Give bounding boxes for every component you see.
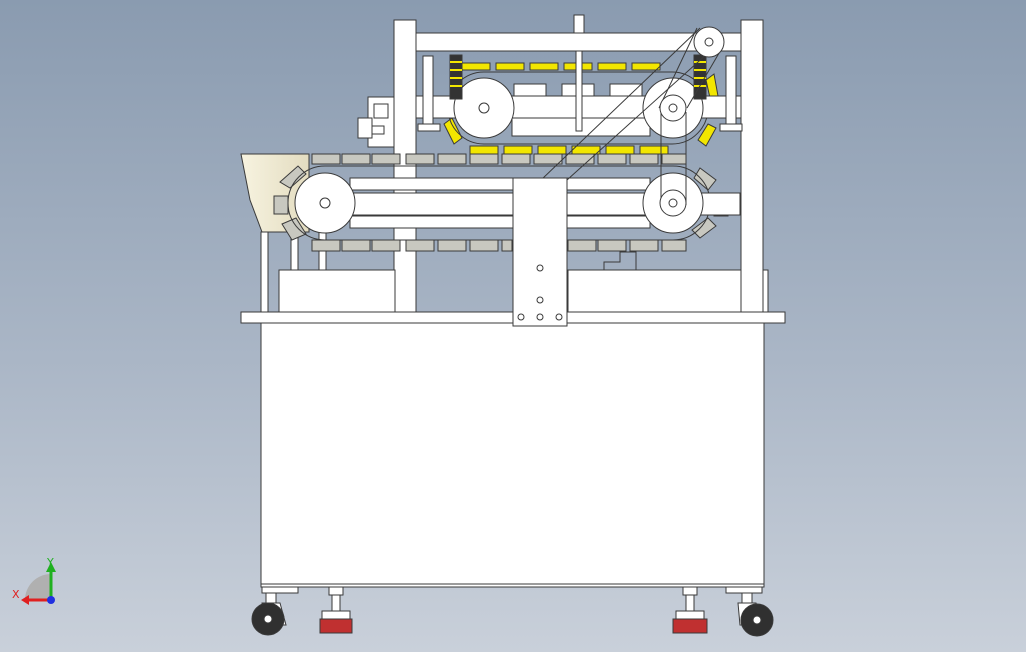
drive-belt-side-2 [686,47,723,109]
caster-right [725,586,774,637]
adjustable-foot-right [672,586,708,634]
lower-conveyor-rail-2 [349,215,651,229]
adjustable-foot-left [319,586,353,634]
right-tray [567,269,742,313]
drive-belt-outer [540,27,701,181]
low-pulley-hub [668,198,678,208]
sensor-head [373,103,389,119]
cabinet-body [260,321,765,585]
triad-y-label: Y [46,556,54,569]
guide-nut-right [719,123,743,132]
mount-holes [517,264,563,321]
lower-conveyor-top-blocks [311,153,687,165]
triad-x-label: X [12,588,20,601]
upper-left-roller-hub [478,102,490,114]
upper-conveyor-yellow-blocks [443,62,719,155]
drive-belt-inner [566,43,719,181]
mid-pulley-hub [668,103,678,113]
upper-block-a [513,83,547,97]
lower-conveyor-bottom-blocks [311,239,687,252]
right-end-block [762,269,769,313]
center-mount-plate [512,177,568,327]
lower-conveyor-rail [349,177,651,191]
bracket-small [603,251,637,270]
sensor-tab [371,125,385,135]
guide-post-right [725,55,737,127]
caster-left [251,586,299,636]
lower-belt-loop [287,165,711,241]
top-pulley-hub [704,37,714,47]
guide-post-left [422,55,434,127]
hopper-leg-1 [260,231,269,313]
guide-nut-left [417,123,441,132]
top-bolt [573,14,585,34]
sensor-body [357,117,373,139]
discharge-tray [278,269,396,313]
center-rod [575,50,583,132]
frame-right-post [740,19,764,313]
upper-block-c [609,83,643,97]
lower-left-roller-hub [319,197,331,209]
orientation-triad[interactable]: X Y [12,556,56,605]
drive-belt-side-1 [658,27,698,109]
cabinet-bottom-rail [260,583,765,588]
